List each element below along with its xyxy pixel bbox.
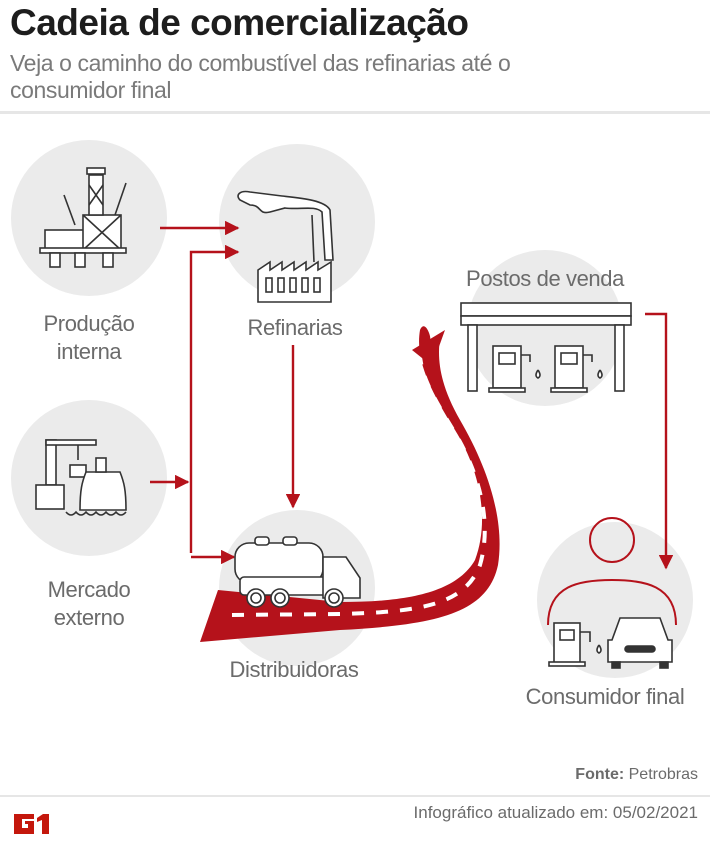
producao-label-line1: Produção bbox=[43, 311, 135, 336]
mercado-label-line1: Mercado bbox=[47, 577, 131, 602]
page-title: Cadeia de comercialização bbox=[10, 2, 469, 43]
footer-divider bbox=[0, 795, 710, 797]
tanker-truck-icon bbox=[234, 536, 361, 608]
source-credit: Fonte: Petrobras bbox=[575, 766, 698, 784]
gas-station-icon bbox=[460, 302, 632, 393]
producao-label: Produção interna bbox=[14, 310, 164, 366]
updated-date: Infográfico atualizado em: 05/02/2021 bbox=[413, 803, 698, 822]
mercado-label-line2: externo bbox=[53, 605, 125, 630]
distribuidoras-label: Distribuidoras bbox=[229, 657, 359, 682]
g1-logo bbox=[14, 814, 49, 834]
oil-platform-icon bbox=[39, 167, 127, 268]
person-car-pump-icon bbox=[547, 517, 677, 669]
header-divider bbox=[0, 111, 710, 114]
arrow-mercado-refinarias bbox=[189, 244, 240, 553]
page-subtitle: Veja o caminho do combustível das refina… bbox=[10, 50, 511, 103]
source-value: Petrobras bbox=[628, 766, 698, 783]
refinarias-circle bbox=[219, 144, 375, 300]
flow-arrows bbox=[150, 220, 674, 570]
arrow-postos-consumidor bbox=[645, 312, 674, 570]
refinarias-label: Refinarias bbox=[247, 315, 343, 340]
source-label: Fonte: bbox=[575, 766, 625, 783]
producao-label-line2: interna bbox=[56, 339, 122, 364]
postos-label: Postos de venda bbox=[466, 266, 624, 291]
refinery-factory-icon bbox=[237, 190, 334, 303]
mercado-label: Mercado externo bbox=[14, 576, 164, 632]
flow-diagram bbox=[11, 140, 693, 678]
road-icon bbox=[200, 326, 500, 642]
port-crane-ship-icon bbox=[35, 439, 127, 516]
consumidor-label: Consumidor final bbox=[525, 684, 685, 709]
